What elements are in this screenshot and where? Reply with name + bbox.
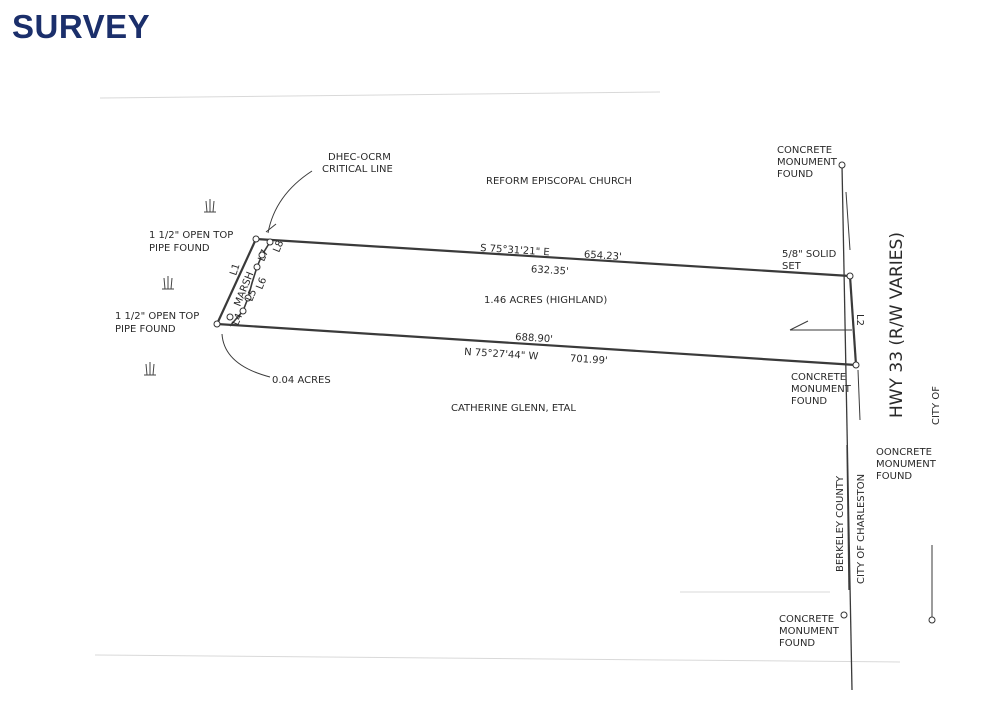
south-boundary-annotation: 688.90' N 75°27'44" W 701.99' — [464, 332, 608, 367]
critical-line-leader — [267, 170, 313, 234]
marsh-symbol-icon — [162, 276, 174, 290]
corner-l7 — [258, 251, 266, 259]
pipe-found-bottom-label: PIPE FOUND — [115, 324, 176, 335]
marsh-symbol-icon — [144, 362, 156, 376]
l2-arrow-head — [789, 320, 809, 331]
line-label-l4: L4 — [231, 312, 246, 327]
pipe-found-top-label: 1 1/2" OPEN TOP — [149, 230, 233, 241]
highland-area-label: 1.46 ACRES (HIGHLAND) — [484, 295, 607, 306]
road-lines — [841, 164, 933, 691]
monument-right-label: FOUND — [876, 471, 912, 482]
line-label-l8: L8 — [272, 239, 287, 254]
south-owner-label: CATHERINE GLENN, ETAL — [451, 403, 576, 414]
west-boundary-line — [216, 238, 257, 325]
monument-mid-label: FOUND — [791, 396, 827, 407]
corner-pipe-top — [252, 235, 260, 243]
marsh-area-label: 0.04 ACRES — [272, 375, 331, 386]
north-owner-label: REFORM EPISCOPAL CHURCH — [486, 176, 632, 187]
critical-line-tick — [265, 223, 277, 233]
charleston-label: CITY OF CHARLESTON — [856, 474, 867, 584]
marsh-symbol-icon — [204, 199, 216, 213]
berkeley-county-label: BERKELEY COUNTY — [835, 475, 846, 572]
rebar-label: 5/8" SOLID — [782, 249, 837, 260]
corner-pipe-bottom — [213, 320, 221, 328]
parcel-boundary — [216, 237, 858, 367]
marsh-area-leader — [221, 333, 271, 378]
pipe-found-bottom-label: 1 1/2" OPEN TOP — [115, 311, 199, 322]
line-label-l5: L5 — [245, 288, 260, 303]
monument-bottom-label: CONCRETE — [779, 614, 834, 625]
south-distance: 701.99' — [570, 353, 608, 366]
south-inner-distance: 688.90' — [515, 332, 553, 345]
pipe-found-top-label: PIPE FOUND — [149, 243, 210, 254]
monument-mid-label: CONCRETE — [791, 372, 846, 383]
east-boundary-line — [848, 275, 858, 366]
monument-top-label: FOUND — [777, 169, 813, 180]
monument-bottom-label: FOUND — [779, 638, 815, 649]
line-label-l2: L2 — [854, 314, 865, 326]
right-of-way-line — [841, 164, 853, 691]
rebar-label: SET — [782, 261, 802, 272]
scan-edge-bottom — [94, 654, 901, 663]
corner-l4 — [226, 313, 234, 321]
row-tick-mid — [857, 369, 861, 421]
monument-top-label: CONCRETE — [777, 145, 832, 156]
corner-l6b — [244, 294, 252, 302]
monument-right-label: MONUMENT — [876, 459, 937, 470]
corner-markers — [213, 161, 936, 624]
highway-label: HWY 33 (R/W VARIES) — [887, 232, 907, 418]
north-boundary-line — [255, 237, 851, 278]
corner-monument-mid — [852, 361, 860, 369]
corner-l8 — [266, 238, 274, 246]
line-label-l1: L1 — [228, 262, 242, 277]
corner-far-right — [928, 616, 936, 624]
corner-l5 — [239, 307, 247, 315]
monument-mid-label: MONUMENT — [791, 384, 852, 395]
marsh-symbols — [144, 199, 216, 376]
north-boundary-annotation: S 75°31'21" E 654.23' 632.35' — [480, 243, 622, 278]
monument-bottom-label: MONUMENT — [779, 626, 840, 637]
south-boundary-line — [216, 322, 857, 367]
corner-monument-top — [838, 161, 846, 169]
corner-l6a — [253, 263, 261, 271]
monument-top-label: MONUMENT — [777, 157, 838, 168]
city-edge-label: CITY OF — [931, 386, 942, 425]
north-bearing: S 75°31'21" E — [480, 243, 550, 258]
county-line — [846, 444, 850, 591]
south-bearing: N 75°27'44" W — [464, 347, 539, 363]
line-label-l7: L7 — [257, 248, 272, 263]
north-inner-distance: 632.35' — [531, 264, 569, 277]
north-distance: 654.23' — [584, 250, 622, 263]
scan-edge-top — [99, 91, 661, 99]
row-tick-top — [845, 191, 851, 251]
monument-right-label: OONCRETE — [876, 447, 932, 458]
corner-rebar — [846, 272, 854, 280]
corner-monument-bottom — [840, 611, 848, 619]
line-label-l6: L6 — [255, 276, 270, 291]
page-title: SURVEY — [12, 8, 151, 45]
critical-line-label: CRITICAL LINE — [322, 164, 393, 175]
critical-line-label: DHEC-OCRM — [328, 152, 391, 163]
